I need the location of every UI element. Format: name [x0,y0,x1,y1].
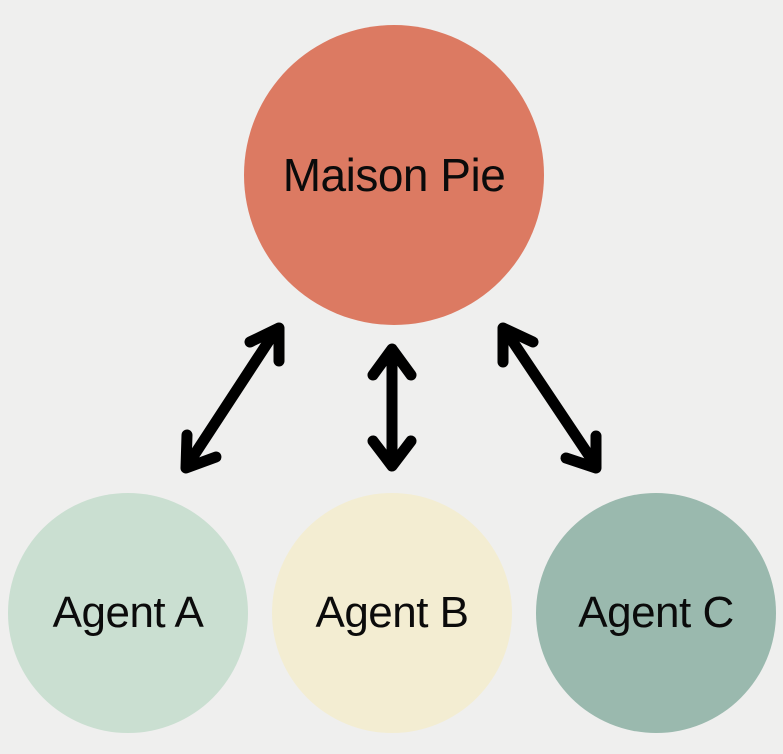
maison-pie-node: Maison Pie [244,25,544,325]
agent-b-label: Agent B [315,588,469,637]
arrow-maison-pie-agent-a [180,322,285,474]
arrow-maison-pie-agent-b [367,343,417,472]
agent-a-label: Agent A [52,588,204,637]
agent-c-label: Agent C [578,588,734,637]
arrow-maison-pie-agent-c [497,322,602,474]
agent-c-node: Agent C [536,493,776,733]
agent-b-node: Agent B [272,493,512,733]
maison-pie-label: Maison Pie [282,149,506,201]
agent-a-node: Agent A [8,493,248,733]
